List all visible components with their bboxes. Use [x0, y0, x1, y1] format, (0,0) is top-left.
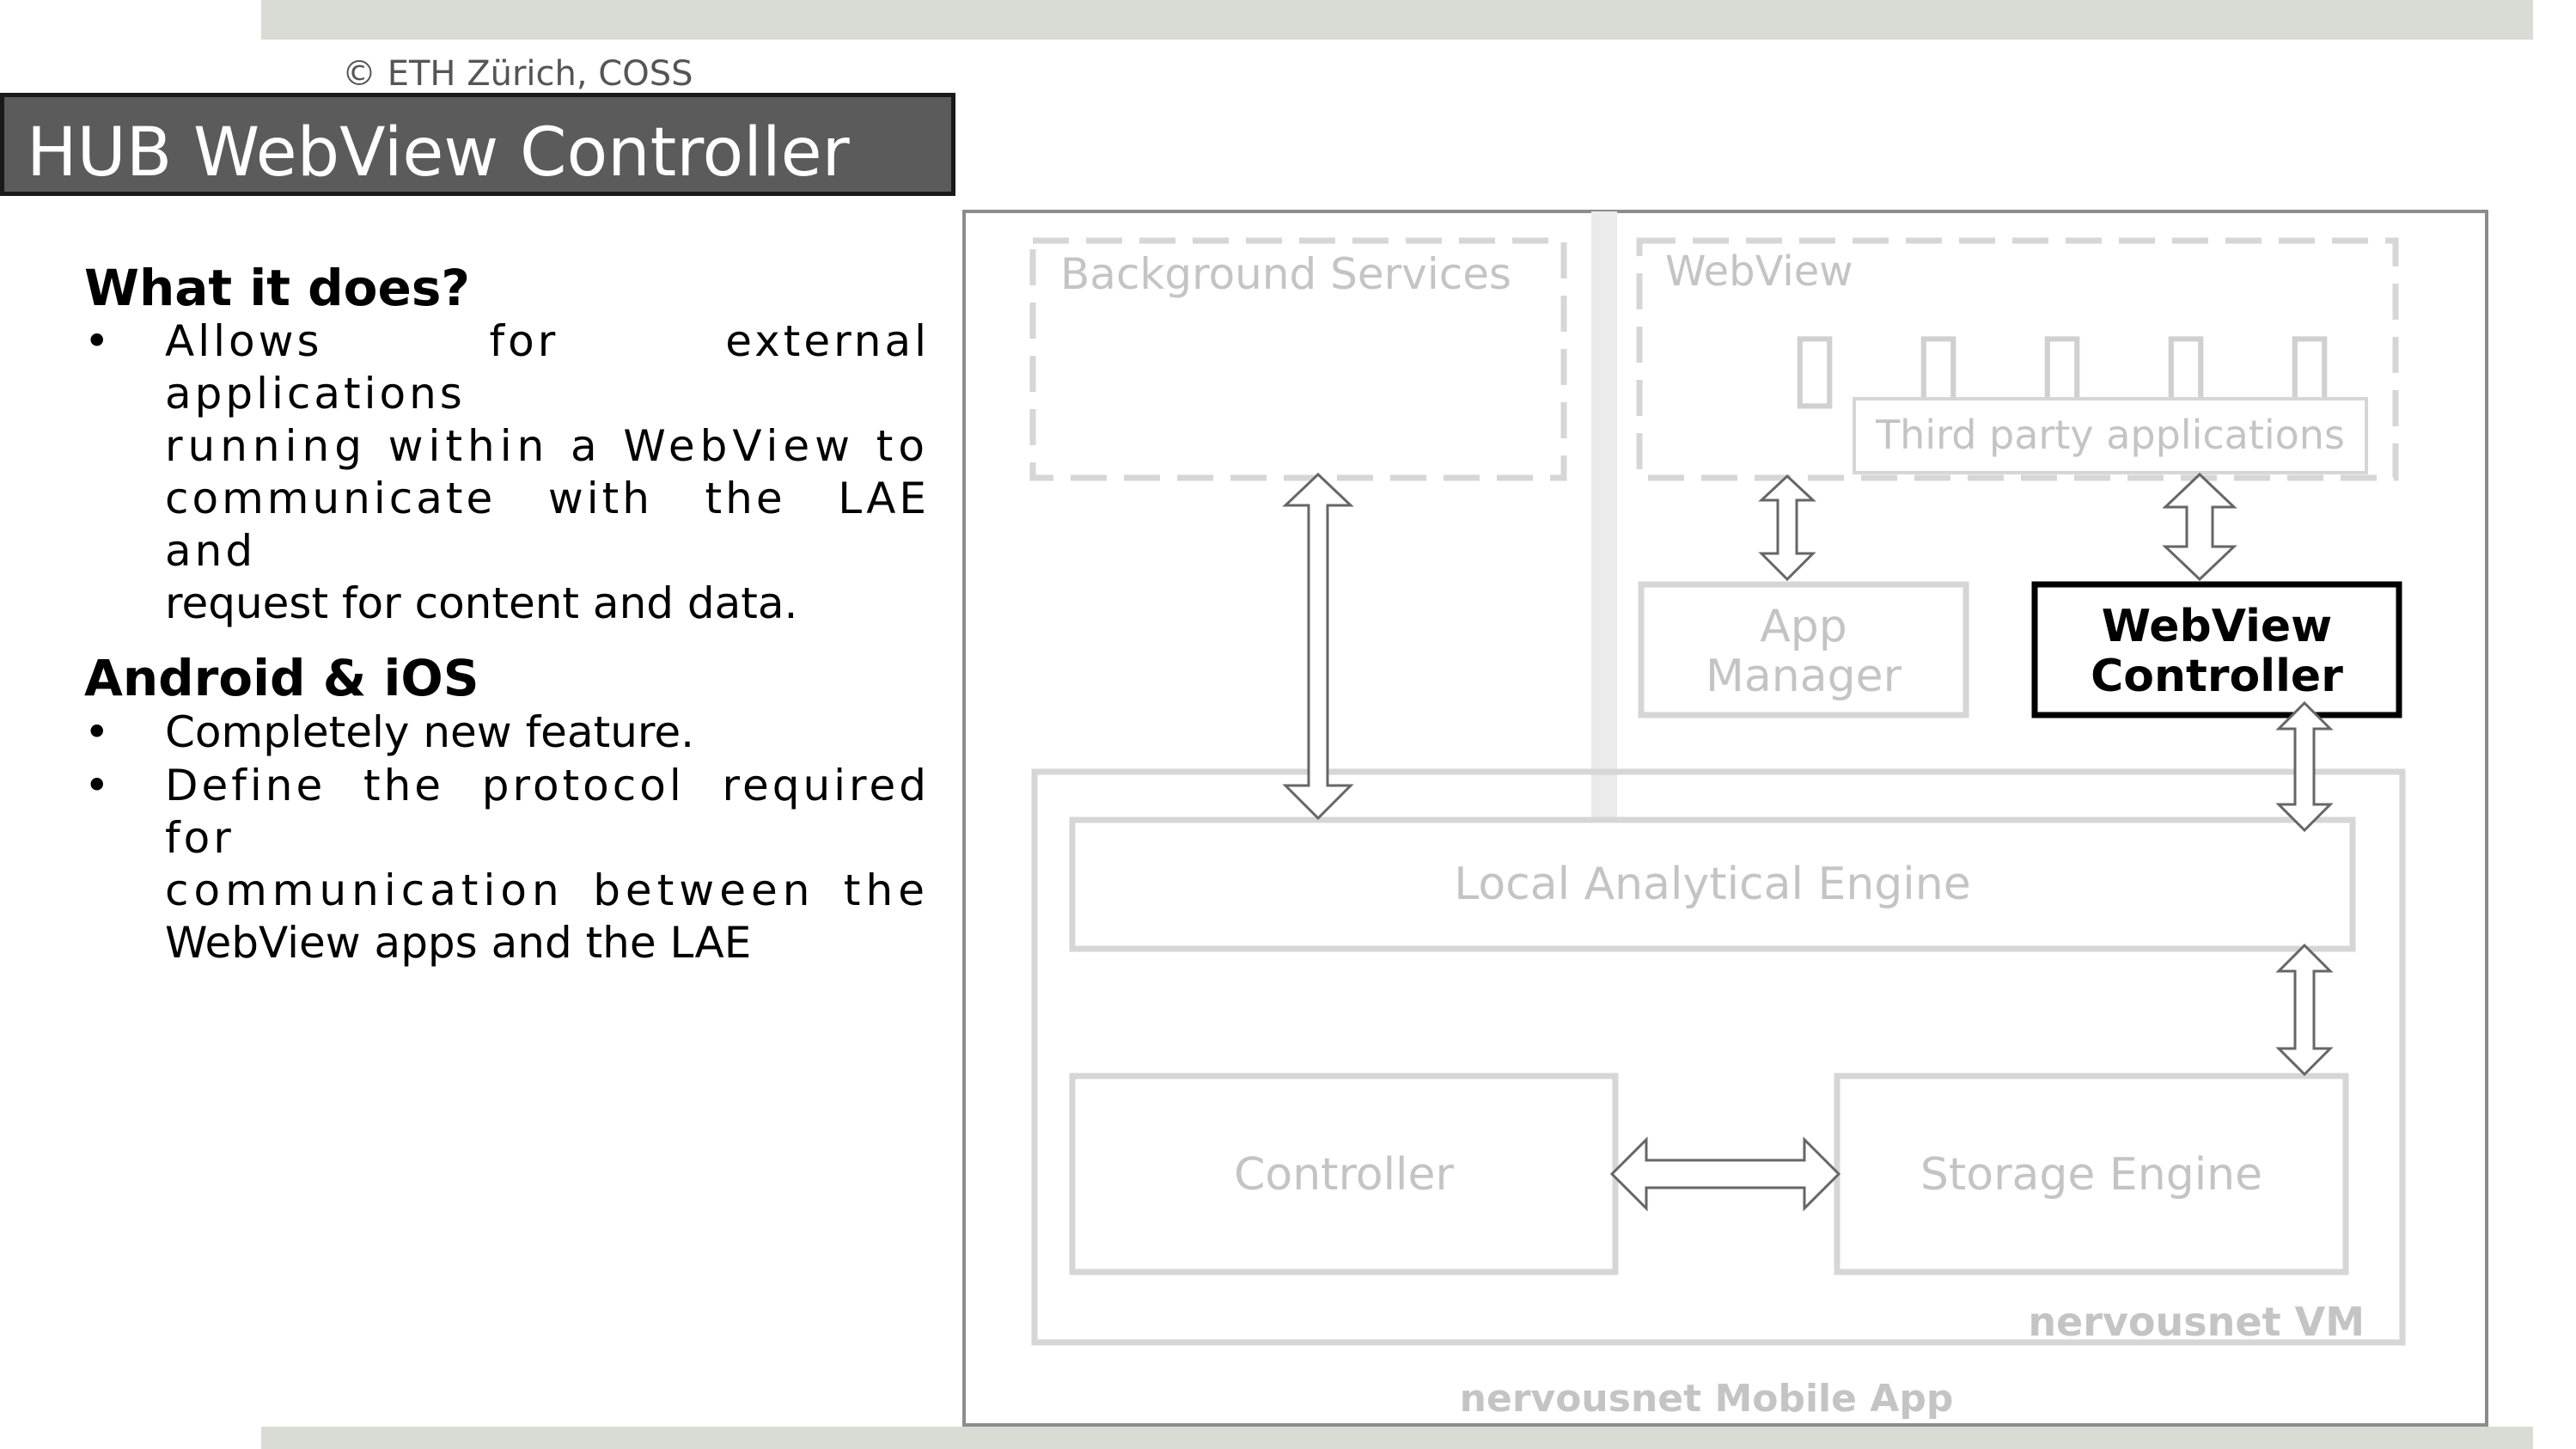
- nervousnet-vm-label: nervousnet VM: [2028, 1299, 2365, 1345]
- slide-title-bar: HUB WebView Controller: [0, 93, 955, 196]
- webview-controller-box: [2031, 581, 2402, 718]
- local-analytical-engine-box: [1069, 816, 2356, 952]
- description-line: running within a WebView to: [165, 421, 930, 471]
- protocol-line: WebView apps and the LAE: [165, 918, 752, 968]
- controller-label: Controller: [1234, 1149, 1454, 1201]
- background-services-label: Background Services: [1060, 249, 1511, 299]
- arrow-webview-controller-lae: [2275, 700, 2334, 833]
- app-manager-box: [1638, 581, 1969, 718]
- webview-label: WebView: [1665, 248, 1853, 296]
- webview-box: [1636, 237, 2399, 481]
- arrow-controller-storage-engine: [1609, 1136, 1841, 1212]
- mobile-app-label: nervousnet Mobile App: [1460, 1377, 1954, 1421]
- description-text: Allows for external applications running…: [165, 315, 930, 630]
- app-manager-label: App: [1760, 601, 1847, 652]
- arrow-bg-services-lae: [1282, 472, 1354, 821]
- what-it-does-heading: What it does?: [84, 259, 470, 317]
- slide-title: HUB WebView Controller: [27, 114, 850, 192]
- top-decor-band: [261, 0, 2533, 40]
- arrow-webview-webview-controller: [2162, 472, 2237, 582]
- platforms-heading: Android & iOS: [84, 649, 479, 707]
- description-line: communicate with the LAE and: [165, 474, 930, 576]
- local-analytical-engine-label: Local Analytical Engine: [1454, 859, 1970, 910]
- third-party-apps-label: Third party applications: [1875, 412, 2345, 458]
- app-manager-label: Manager: [1706, 651, 1902, 702]
- app-icon: ▯: [1789, 309, 1841, 419]
- background-services-box: [1029, 237, 1567, 481]
- bullet-icon: •: [84, 761, 110, 810]
- mobile-app-frame: [962, 210, 2488, 1427]
- bullet-icon: •: [84, 316, 110, 366]
- protocol-line: communication between the: [165, 865, 930, 915]
- protocol-line: Define the protocol required for: [165, 761, 930, 863]
- webview-controller-label: WebView: [2102, 601, 2332, 652]
- bottom-decor-band: [261, 1427, 2533, 1449]
- arrow-webview-app-manager: [1758, 474, 1816, 582]
- bullet-icon: •: [84, 707, 110, 757]
- description-line: request for content and data.: [165, 578, 798, 628]
- nervousnet-vm-frame: [1031, 768, 2406, 1346]
- storage-engine-label: Storage Engine: [1920, 1149, 2262, 1201]
- feature-item: Completely new feature.: [165, 707, 694, 757]
- webview-controller-label: Controller: [2091, 651, 2343, 702]
- third-party-apps-box: [1853, 397, 2368, 474]
- copyright-notice: © ETH Zürich, COSS: [342, 54, 693, 94]
- layer-divider: [1591, 211, 1617, 818]
- arrow-lae-storage-engine: [2275, 943, 2334, 1077]
- protocol-item: Define the protocol required for communi…: [165, 760, 930, 969]
- description-line: Allows for external applications: [165, 316, 930, 419]
